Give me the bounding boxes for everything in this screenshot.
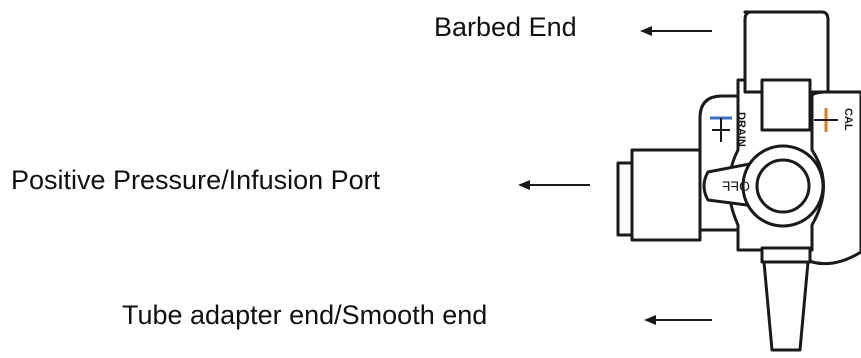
tube-adapter-label: Tube adapter end/Smooth end	[122, 300, 488, 330]
off-text: OFF	[722, 178, 750, 194]
infusion-port-body	[630, 148, 702, 242]
cal-text: CAL	[842, 108, 854, 131]
tube-end-arrowhead	[644, 315, 656, 325]
drain-marking: DRAIN	[710, 112, 747, 147]
hub-inner-ring	[755, 158, 811, 214]
infusion-port-label: Positive Pressure/Infusion Port	[11, 165, 381, 195]
infusion-port-arrowhead	[518, 180, 530, 190]
drain-text: DRAIN	[735, 112, 747, 147]
barbed-neck	[760, 78, 812, 132]
tube-collar	[760, 246, 812, 264]
barbed-end-label: Barbed End	[434, 12, 577, 42]
barbed-end-arrowhead	[640, 26, 652, 36]
tube-adapter-taper	[762, 260, 810, 352]
cal-marking: CAL	[814, 108, 854, 132]
